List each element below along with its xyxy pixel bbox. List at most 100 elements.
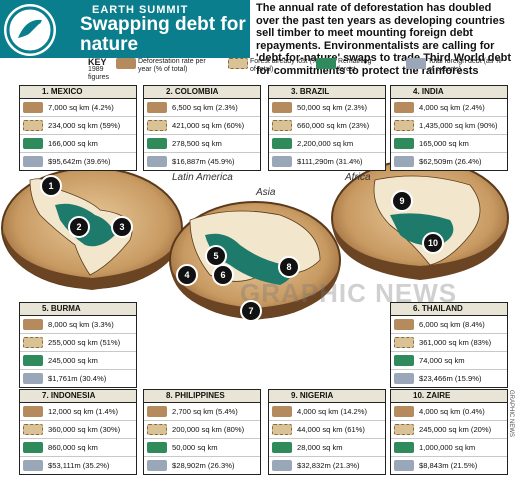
stat-row: $111,290m (31.4%) (269, 153, 385, 170)
stat-row: 360,000 sq km (30%) (20, 421, 136, 439)
foreign-debt-icon (272, 156, 292, 167)
forest-lost-icon (272, 424, 292, 435)
map-pin-philippines: 8 (278, 256, 300, 278)
map-pin-brazil: 3 (111, 216, 133, 238)
region-label-latin-america: Latin America (172, 172, 233, 183)
forest-lost-icon (23, 424, 43, 435)
stat-row: 50,000 sq km (2.3%) (269, 99, 385, 117)
stat-row: 200,000 sq km (80%) (144, 421, 260, 439)
country-name: 9. NIGERIA (269, 390, 385, 403)
country-card-burma: 5. BURMA 8,000 sq km (3.3%) 255,000 sq k… (19, 302, 137, 388)
stat-row: $1,761m (30.4%) (20, 370, 136, 387)
foreign-debt-icon (394, 460, 414, 471)
country-card-colombia: 2. COLOMBIA 6,500 sq km (2.3%) 421,000 s… (143, 85, 261, 171)
stat-row: $62,509m (26.4%) (391, 153, 507, 170)
country-card-mexico: 1. MEXICO 7,000 sq km (4.2%) 234,000 sq … (19, 85, 137, 171)
event-label: EARTH SUMMIT (92, 4, 189, 16)
foreign-debt-icon (147, 460, 167, 471)
stat-row: 28,000 sq km (269, 439, 385, 457)
remaining-forest-icon (316, 58, 336, 69)
stump-africa (331, 160, 509, 280)
stat-row: 4,000 sq km (14.2%) (269, 403, 385, 421)
remaining-forest-icon (23, 355, 43, 366)
foreign-debt-icon (394, 156, 414, 167)
forest-lost-icon (394, 337, 414, 348)
remaining-forest-icon (147, 442, 167, 453)
earth-summit-logo (4, 4, 56, 56)
forest-lost-icon (147, 120, 167, 131)
foreign-debt-icon (23, 373, 43, 384)
country-card-brazil: 3. BRAZIL 50,000 sq km (2.3%) 660,000 sq… (268, 85, 386, 171)
remaining-forest-icon (394, 355, 414, 366)
stat-row: 12,000 sq km (1.4%) (20, 403, 136, 421)
country-name: 5. BURMA (20, 303, 136, 316)
stat-row: 1,435,000 sq km (90%) (391, 117, 507, 135)
stat-row: 245,000 sq km (20%) (391, 421, 507, 439)
foreign-debt-icon (406, 58, 426, 69)
country-name: 4. INDIA (391, 86, 507, 99)
country-name: 1. MEXICO (20, 86, 136, 99)
remaining-forest-icon (394, 138, 414, 149)
remaining-forest-icon (23, 442, 43, 453)
stat-row: $8,843m (21.5%) (391, 457, 507, 474)
country-card-thailand: 6. THAILAND 6,000 sq km (8.4%) 361,000 s… (390, 302, 508, 388)
foreign-debt-icon (394, 373, 414, 384)
country-name: 3. BRAZIL (269, 86, 385, 99)
deforestation-icon (272, 406, 292, 417)
credit-label: GRAPHIC NEWS (508, 390, 514, 438)
foreign-debt-icon (147, 156, 167, 167)
deforestation-icon (394, 319, 414, 330)
map-pin-thailand: 6 (212, 264, 234, 286)
remaining-forest-icon (23, 138, 43, 149)
forest-lost-icon (394, 120, 414, 131)
legend-item: Deforestation rate per year (% of total) (137, 58, 206, 73)
country-name: 8. PHILIPPINES (144, 390, 260, 403)
map-pin-indonesia: 7 (240, 300, 262, 322)
stat-row: 44,000 sq km (61%) (269, 421, 385, 439)
legend-item: Remaining forest (337, 58, 372, 73)
stat-row: 234,000 sq km (59%) (20, 117, 136, 135)
legend-title: KEY (88, 57, 107, 67)
stat-row: $23,466m (15.9%) (391, 370, 507, 387)
stat-row: 74,000 sq km (391, 352, 507, 370)
stat-row: 6,000 sq km (8.4%) (391, 316, 507, 334)
forest-lost-icon (147, 424, 167, 435)
foreign-debt-icon (272, 460, 292, 471)
foreign-debt-icon (23, 156, 43, 167)
deforestation-icon (272, 102, 292, 113)
map-pin-india: 4 (176, 264, 198, 286)
country-card-philippines: 8. PHILIPPINES 2,700 sq km (5.4%) 200,00… (143, 389, 261, 475)
stat-row: $53,111m (35.2%) (20, 457, 136, 474)
deforestation-icon (147, 102, 167, 113)
stat-row: 8,000 sq km (3.3%) (20, 316, 136, 334)
map-pin-mexico: 1 (40, 175, 62, 197)
deforestation-icon (147, 406, 167, 417)
stat-row: 165,000 sq km (391, 135, 507, 153)
stat-row: 255,000 sq km (51%) (20, 334, 136, 352)
deforestation-icon (394, 102, 414, 113)
stat-row: 50,000 sq km (144, 439, 260, 457)
forest-lost-icon (228, 58, 248, 69)
legend-year: 1989 figures (88, 66, 110, 81)
stat-row: 660,000 sq km (23%) (269, 117, 385, 135)
stat-row: $32,832m (21.3%) (269, 457, 385, 474)
page-title: Swapping debt for nature (80, 14, 246, 55)
map-pin-nigeria: 9 (391, 190, 413, 212)
stat-row: 6,500 sq km (2.3%) (144, 99, 260, 117)
country-name: 7. INDONESIA (20, 390, 136, 403)
deforestation-icon (116, 58, 136, 69)
forest-lost-icon (23, 120, 43, 131)
foreign-debt-icon (23, 460, 43, 471)
stat-row: $28,902m (26.3%) (144, 457, 260, 474)
map-pin-colombia: 2 (68, 216, 90, 238)
map-pin-zaire: 10 (422, 232, 444, 254)
country-card-nigeria: 9. NIGERIA 4,000 sq km (14.2%) 44,000 sq… (268, 389, 386, 475)
forest-lost-icon (272, 120, 292, 131)
legend-item: Total foreign debt (as % of exports) (427, 58, 502, 73)
forest-lost-icon (394, 424, 414, 435)
stat-row: 421,000 sq km (60%) (144, 117, 260, 135)
stat-row: 860,000 sq km (20, 439, 136, 457)
stat-row: 2,200,000 sq km (269, 135, 385, 153)
region-label-africa: Africa (345, 172, 371, 183)
remaining-forest-icon (272, 138, 292, 149)
